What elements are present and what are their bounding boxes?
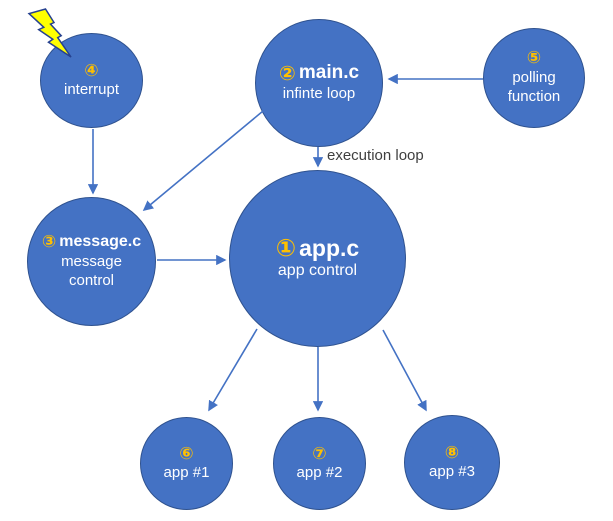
node-polling-line2: function	[507, 88, 561, 106]
node-app3-label: app #3	[429, 463, 475, 481]
node-app: ① app.c app control	[229, 170, 406, 347]
node-app2-number: ⑦	[312, 443, 327, 464]
node-app-number: ①	[275, 234, 297, 263]
arrow-main-to-message	[142, 110, 264, 211]
node-message: ③ message.c message control	[27, 197, 156, 326]
node-polling: ⑤ polling function	[483, 28, 585, 128]
node-message-title: message.c	[59, 233, 142, 251]
node-message-line1: message	[61, 252, 122, 270]
node-app2-label: app #2	[296, 464, 343, 482]
node-message-number: ③	[41, 231, 57, 252]
node-polling-number: ⑤	[526, 48, 542, 69]
node-interrupt: ④ interrupt	[40, 33, 143, 128]
node-polling-line1: polling	[512, 69, 556, 87]
node-app3-number: ⑧	[444, 442, 460, 463]
arrow-app-to-app3	[382, 329, 427, 412]
node-main-subtitle: infinte loop	[282, 85, 356, 103]
node-main-number: ②	[278, 61, 296, 86]
node-app-title: app.c	[299, 235, 360, 262]
arrow-app-to-app1	[208, 328, 258, 412]
node-app1-label: app #1	[163, 464, 210, 482]
node-app1: ⑥ app #1	[140, 417, 233, 510]
node-interrupt-number: ④	[84, 60, 99, 81]
node-app2: ⑦ app #2	[273, 417, 366, 510]
node-main-title: main.c	[298, 62, 360, 84]
node-app3: ⑧ app #3	[404, 415, 500, 510]
execution-loop-label: execution loop	[327, 147, 424, 164]
node-main: ② main.c infinte loop	[255, 19, 383, 147]
node-interrupt-label: interrupt	[63, 81, 120, 99]
node-app1-number: ⑥	[179, 443, 194, 464]
node-app-subtitle: app control	[277, 262, 358, 280]
node-message-line2: control	[68, 271, 115, 289]
